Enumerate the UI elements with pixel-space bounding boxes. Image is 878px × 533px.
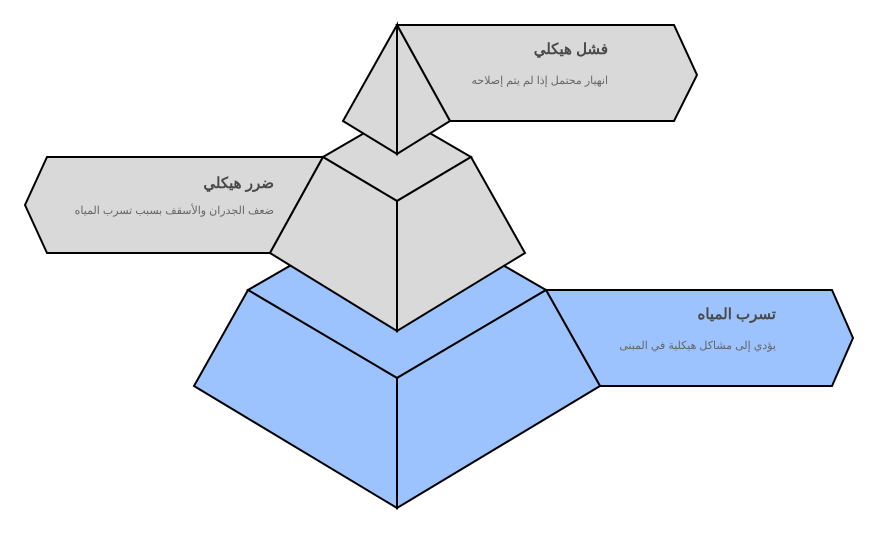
label-top-description: انهيار محتمل إذا لم يتم إصلاحه: [471, 75, 609, 87]
label-top: فشل هيكلي انهيار محتمل إذا لم يتم إصلاحه: [440, 40, 609, 88]
pyramid-top-right-face: [396, 24, 452, 156]
label-bottom: تسرب المياه يؤدي إلى مشاكل هيكلية في الم…: [600, 305, 776, 353]
pyramid-top-left-face: [341, 21, 398, 156]
pyramid-middle-right-face: [396, 155, 527, 333]
label-bottom-title: تسرب المياه: [697, 306, 777, 323]
label-bottom-description: يؤدي إلى مشاكل هيكلية في المبنى: [619, 340, 776, 352]
pyramid-bottom-right-face: [396, 288, 602, 510]
label-middle-title: ضرر هيكلي: [203, 175, 274, 192]
label-middle: ضرر هيكلي ضعف الجدران والأسقف بسبب تسرب …: [60, 174, 274, 218]
label-middle-description: ضعف الجدران والأسقف بسبب تسرب المياه: [74, 205, 274, 217]
label-top-title: فشل هيكلي: [533, 41, 608, 58]
